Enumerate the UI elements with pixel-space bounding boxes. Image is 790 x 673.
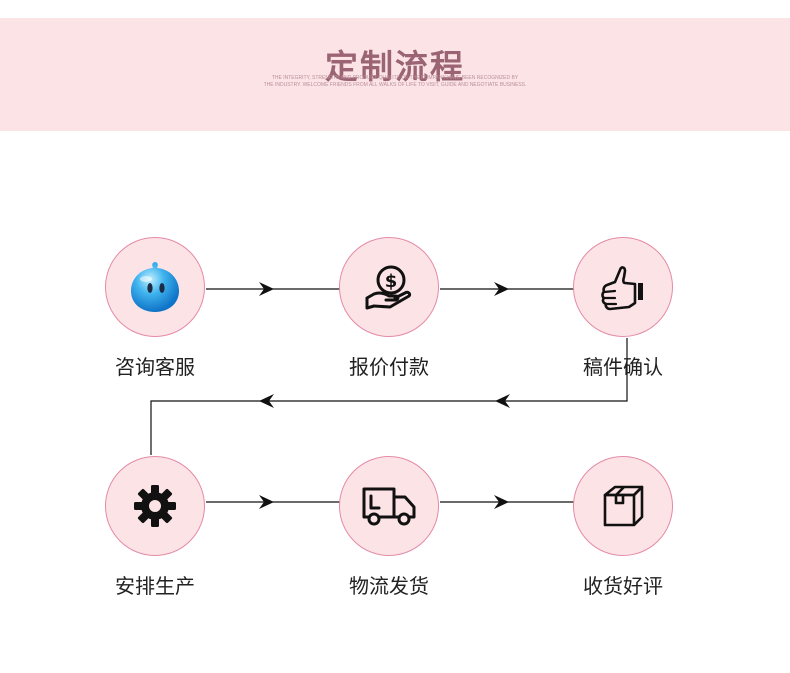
step-label-confirm: 稿件确认 [583, 355, 663, 379]
step-label-review: 收货好评 [583, 574, 663, 598]
step-node-confirm [573, 237, 673, 337]
connector-3-4 [150, 338, 628, 455]
arrow-right-icon [259, 495, 274, 509]
gear-icon [134, 485, 176, 527]
page-title: 定制流程 [325, 47, 465, 86]
delivery-truck-icon [362, 487, 416, 526]
qq-chat-icon [131, 262, 179, 312]
package-box-icon [603, 485, 644, 527]
arrow-right-icon [494, 282, 509, 296]
svg-text:$: $ [385, 271, 398, 292]
arrow-left-icon [259, 394, 274, 408]
step-label-payment: 报价付款 [349, 355, 429, 379]
page-subtitle: THE INTEGRITY, STRENGTH AND PRODUCT QUAL… [245, 75, 545, 89]
subtitle-line-2: THE INDUSTRY. WELCOME FRIENDS FROM ALL W… [263, 82, 527, 88]
step-label-consult: 咨询客服 [115, 355, 195, 379]
arrow-right-icon [259, 282, 274, 296]
step-label-production: 安排生产 [115, 574, 195, 598]
step-node-consult [105, 237, 205, 337]
arrow-right-icon [494, 495, 509, 509]
subtitle-line-1: THE INTEGRITY, STRENGTH AND PRODUCT QUAL… [271, 75, 519, 81]
header-banner [0, 18, 790, 131]
money-hand-icon: $ [365, 265, 412, 310]
thumbs-up-icon [601, 266, 643, 311]
step-node-review [573, 456, 673, 556]
step-node-production [105, 456, 205, 556]
step-node-shipping [339, 456, 439, 556]
arrow-left-icon [495, 394, 510, 408]
step-label-shipping: 物流发货 [349, 574, 429, 598]
step-node-payment: $ [339, 237, 439, 337]
